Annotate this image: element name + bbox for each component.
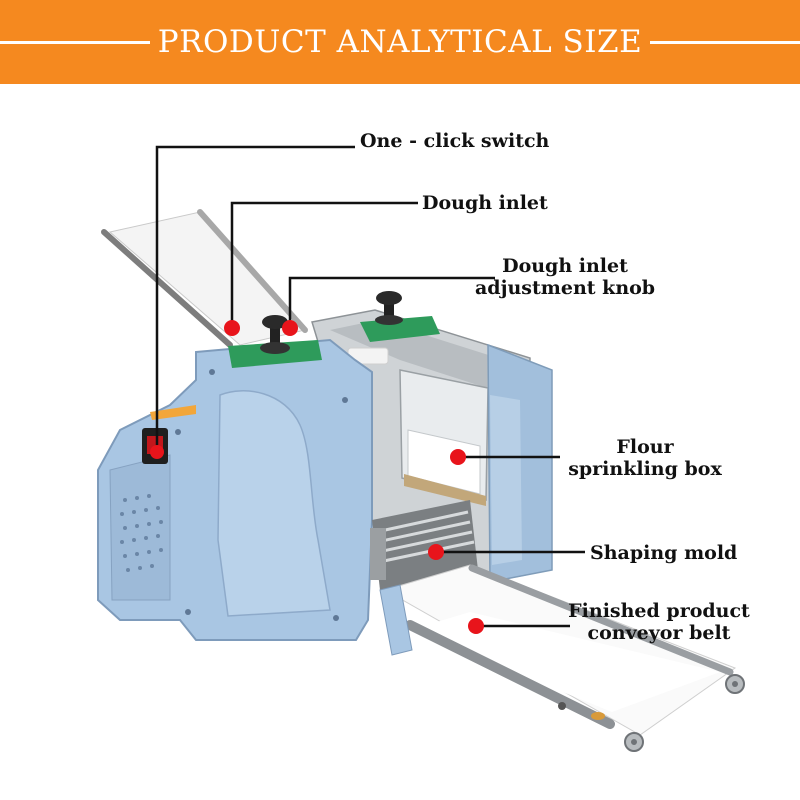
marker-switch	[150, 445, 164, 459]
marker-inlet	[224, 320, 240, 336]
banner-line-left	[0, 41, 150, 44]
page-title: PRODUCT ANALYTICAL SIZE	[0, 22, 800, 62]
callout-flour-line-2: sprinkling box	[568, 458, 722, 480]
marker-belt	[468, 618, 484, 634]
marker-knob	[282, 320, 298, 336]
leader-line-switch	[155, 145, 355, 450]
callout-dough-inlet: Dough inlet	[422, 192, 548, 214]
callout-adjustment-knob-line-2: adjustment knob	[475, 277, 656, 299]
leader-line-inlet	[230, 201, 418, 326]
callout-adjustment-knob-line-1: Dough inlet	[502, 255, 628, 277]
callout-conveyor-belt: Finished product conveyor belt	[568, 600, 750, 644]
marker-mold	[428, 544, 444, 560]
marker-flour	[450, 449, 466, 465]
callout-one-click-switch: One - click switch	[360, 130, 550, 152]
callout-flour-sprinkling-box: Flour sprinkling box	[560, 436, 730, 480]
callout-flour-line-1: Flour	[616, 436, 674, 458]
callout-belt-line-2: conveyor belt	[587, 622, 731, 644]
banner-line-right	[650, 41, 800, 44]
callout-belt-line-1: Finished product	[568, 600, 750, 622]
callout-adjustment-knob: Dough inlet adjustment knob	[475, 255, 655, 299]
leader-line-knob	[288, 276, 495, 328]
callout-shaping-mold: Shaping mold	[590, 542, 738, 564]
header-banner: PRODUCT ANALYTICAL SIZE	[0, 0, 800, 84]
